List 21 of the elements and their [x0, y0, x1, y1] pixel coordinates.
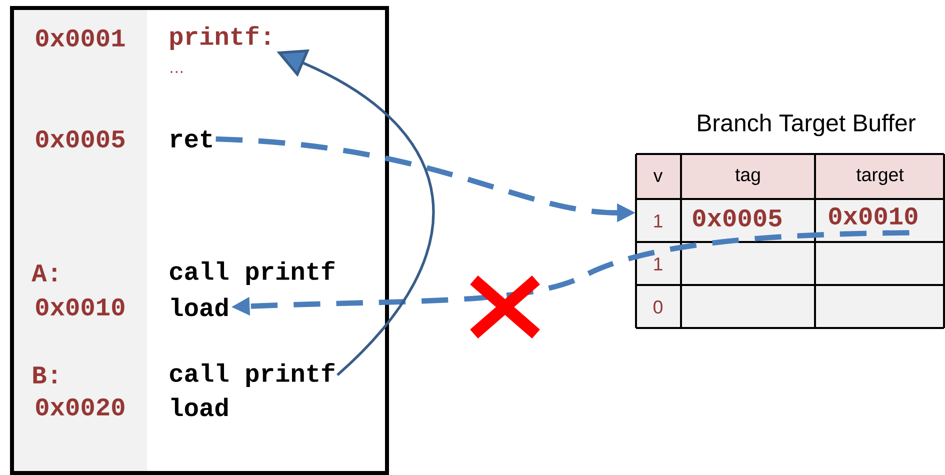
table-value: 0x0010: [829, 207, 918, 225]
table-value: 0x0005: [693, 209, 782, 227]
ellipsis: …: [170, 71, 182, 73]
valid-bit: 1: [654, 214, 662, 228]
address-label: 0x0020: [36, 398, 124, 416]
valid-bit: 1: [654, 258, 662, 270]
code-listing-box: [10, 6, 389, 475]
address-label: 0x0001: [36, 29, 125, 47]
code-line: printf:: [170, 26, 270, 50]
address-label: B:: [33, 366, 56, 384]
code-line: load: [171, 298, 228, 316]
column-header: v: [653, 172, 663, 182]
code-line: ret: [171, 130, 212, 148]
address-label: 0x0010: [36, 298, 124, 316]
code-line: call printf: [170, 363, 334, 387]
node-label: Branch Target Buffer: [698, 114, 916, 136]
address-label: 0x0005: [36, 130, 124, 148]
code-line: load: [171, 398, 228, 416]
address-label: A:: [32, 264, 56, 282]
code-line: call printf: [170, 261, 334, 285]
valid-bit: 0: [654, 300, 662, 314]
